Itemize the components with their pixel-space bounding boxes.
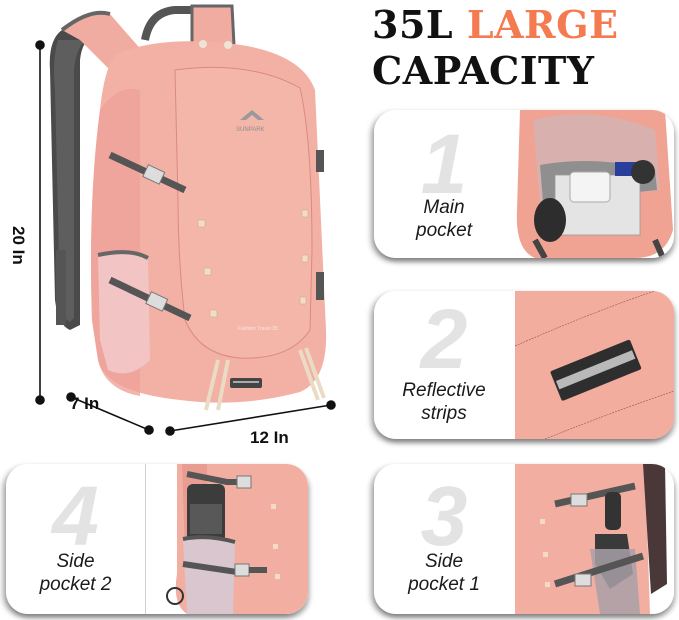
feature-card-reflective-strips: 2 Reflective strips bbox=[374, 291, 674, 439]
reflective-strip-photo bbox=[515, 291, 674, 439]
open-main-pocket-icon bbox=[515, 110, 674, 258]
svg-text:Fashion Travel 35: Fashion Travel 35 bbox=[238, 326, 278, 332]
feature-number: 3 bbox=[420, 469, 468, 563]
feature-label-line-2: pocket 2 bbox=[39, 574, 112, 595]
feature-number: 1 bbox=[420, 117, 468, 211]
feature-card-text-panel: 2 Reflective strips bbox=[374, 291, 514, 439]
feature-number: 4 bbox=[52, 469, 99, 563]
feature-label-line-1: Side bbox=[424, 551, 464, 572]
feature-label: Main pocket bbox=[374, 196, 514, 242]
feature-label-line-1: Side bbox=[56, 551, 95, 572]
feature-card-text-panel: 4 Side pocket 2 bbox=[6, 464, 146, 614]
depth-dimension-label: 7 In bbox=[70, 394, 100, 413]
brand-logo: SUNPARK bbox=[236, 110, 265, 133]
feature-label: Reflective strips bbox=[374, 379, 514, 425]
feature-card-side-pocket-1: 3 Side pocket 1 bbox=[374, 464, 674, 614]
feature-card-side-pocket-2: 4 Side pocket 2 bbox=[6, 464, 308, 614]
side-pocket-1-photo bbox=[515, 464, 674, 614]
feature-label-line-1: Reflective bbox=[402, 380, 486, 401]
main-pocket-photo bbox=[515, 110, 674, 258]
reflective-strip-icon bbox=[515, 291, 674, 439]
feature-label-line-2: pocket 1 bbox=[408, 574, 480, 595]
side-pocket-umbrella-icon bbox=[515, 464, 674, 614]
feature-number: 2 bbox=[420, 292, 468, 386]
svg-text:SUNPARK: SUNPARK bbox=[236, 127, 265, 133]
feature-label-line-2: pocket bbox=[416, 220, 472, 241]
feature-card-main-pocket: 1 Main pocket bbox=[374, 110, 674, 258]
backpack-product-image: SUNPARK Fashion Travel 35 bbox=[0, 0, 360, 450]
feature-card-text-panel: 3 Side pocket 1 bbox=[374, 464, 514, 614]
headline-capacity-volume: 35L bbox=[372, 2, 454, 47]
headline-line-2: CAPACITY bbox=[372, 48, 595, 93]
height-dimension-label: 20 In bbox=[9, 226, 28, 265]
headline-accent-word: LARGE bbox=[466, 2, 619, 47]
capacity-headline: 35L LARGE CAPACITY bbox=[372, 2, 672, 94]
backpack-illustration-icon: SUNPARK Fashion Travel 35 bbox=[35, 4, 336, 436]
side-pocket-bottle-icon bbox=[147, 464, 308, 614]
feature-label: Side pocket 2 bbox=[6, 550, 145, 596]
feature-label: Side pocket 1 bbox=[374, 550, 514, 596]
headline-line-1: 35L LARGE bbox=[372, 2, 672, 48]
feature-label-line-2: strips bbox=[421, 403, 467, 424]
feature-card-text-panel: 1 Main pocket bbox=[374, 110, 514, 258]
dimension-lines bbox=[35, 40, 336, 436]
feature-label-line-1: Main bbox=[423, 197, 465, 218]
side-pocket-2-photo bbox=[147, 464, 308, 614]
width-dimension-label: 12 In bbox=[250, 428, 289, 447]
